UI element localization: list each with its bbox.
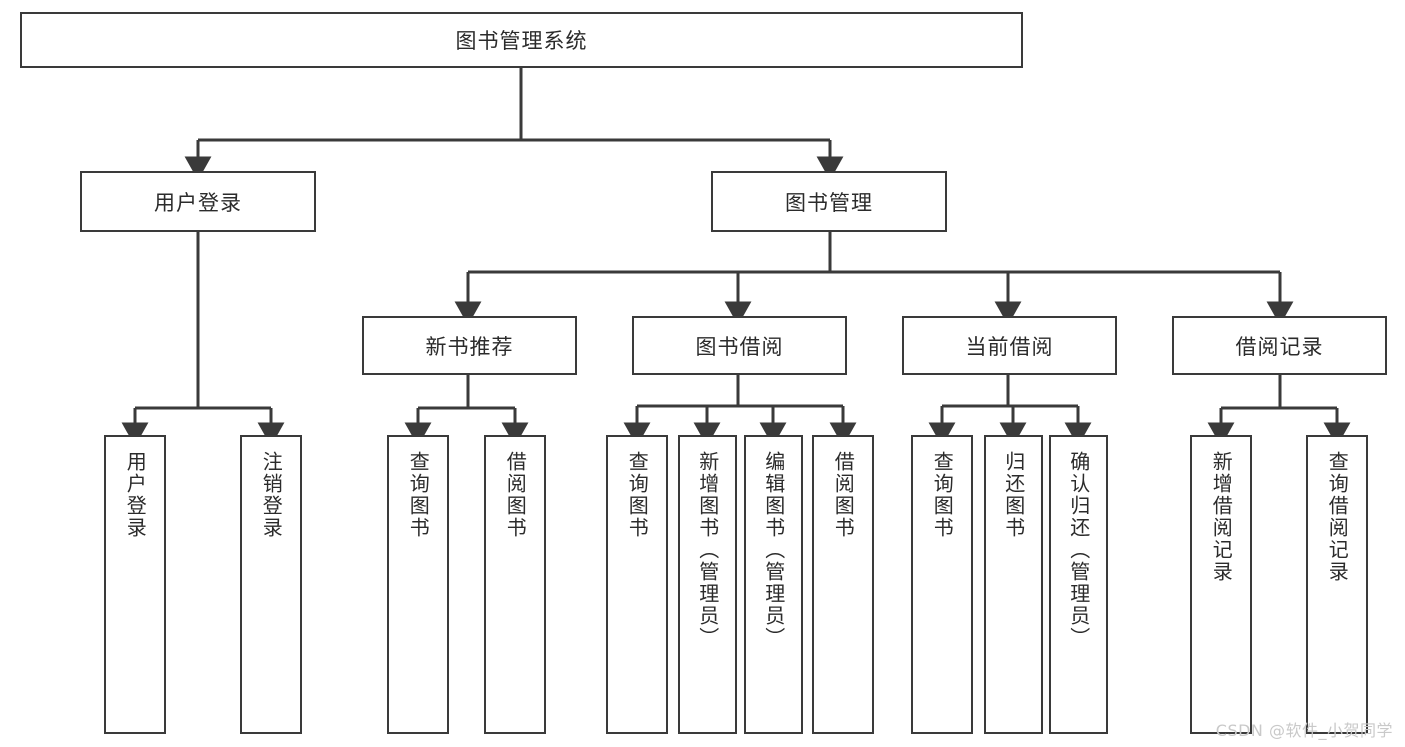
edge-borrowrecord-to-leaves <box>1207 375 1351 447</box>
leaf-label: 查询图书 <box>930 451 955 539</box>
node-book-borrow[interactable]: 图书借阅 <box>632 316 847 375</box>
leaf-node-borrow-edit-book-admin[interactable]: 编辑图书（管理员） <box>744 435 803 734</box>
edge-bookborrow-to-leaves <box>623 375 857 447</box>
leaf-node-user-logout[interactable]: 注销登录 <box>240 435 302 734</box>
node-current-borrow[interactable]: 当前借阅 <box>902 316 1117 375</box>
node-user-login[interactable]: 用户登录 <box>80 171 316 232</box>
leaf-node-borrow-add-book-admin[interactable]: 新增图书（管理员） <box>678 435 737 734</box>
leaf-label: 注销登录 <box>259 451 284 539</box>
leaf-node-borrow-query-book[interactable]: 查询图书 <box>606 435 668 734</box>
leaf-label: 新增图书（管理员） <box>695 451 720 649</box>
leaf-label: 查询借阅记录 <box>1325 451 1350 583</box>
leaf-node-current-return-book[interactable]: 归还图书 <box>984 435 1043 734</box>
node-root-system[interactable]: 图书管理系统 <box>20 12 1023 68</box>
leaf-label: 借阅图书 <box>503 451 528 539</box>
edge-root-to-level2 <box>184 68 844 181</box>
leaf-label: 借阅图书 <box>831 451 856 539</box>
edge-userlogin-to-leaves <box>121 232 285 447</box>
leaf-node-record-query-borrow-record[interactable]: 查询借阅记录 <box>1306 435 1368 734</box>
leaf-label: 新增借阅记录 <box>1209 451 1234 583</box>
csdn-watermark: CSDN @软件_小贺同学 <box>1215 721 1393 740</box>
leaf-label: 编辑图书（管理员） <box>761 451 786 649</box>
leaf-label: 查询图书 <box>406 451 431 539</box>
leaf-node-borrow-borrow-book[interactable]: 借阅图书 <box>812 435 874 734</box>
edge-currentborrow-to-leaves <box>928 375 1092 447</box>
leaf-node-current-query-book[interactable]: 查询图书 <box>911 435 973 734</box>
leaf-node-user-login[interactable]: 用户登录 <box>104 435 166 734</box>
leaf-label: 用户登录 <box>123 451 148 539</box>
leaf-label: 查询图书 <box>625 451 650 539</box>
leaf-node-current-confirm-return-admin[interactable]: 确认归还（管理员） <box>1049 435 1108 734</box>
edge-newbookrec-to-leaves <box>404 375 529 447</box>
edge-bookmanage-to-level3 <box>454 232 1294 326</box>
leaf-node-record-add-borrow-record[interactable]: 新增借阅记录 <box>1190 435 1252 734</box>
leaf-node-recommend-borrow-book[interactable]: 借阅图书 <box>484 435 546 734</box>
node-borrow-record[interactable]: 借阅记录 <box>1172 316 1387 375</box>
node-new-book-recommend[interactable]: 新书推荐 <box>362 316 577 375</box>
node-book-manage[interactable]: 图书管理 <box>711 171 947 232</box>
leaf-label: 确认归还（管理员） <box>1066 451 1091 649</box>
leaf-node-recommend-query-book[interactable]: 查询图书 <box>387 435 449 734</box>
leaf-label: 归还图书 <box>1001 451 1026 539</box>
